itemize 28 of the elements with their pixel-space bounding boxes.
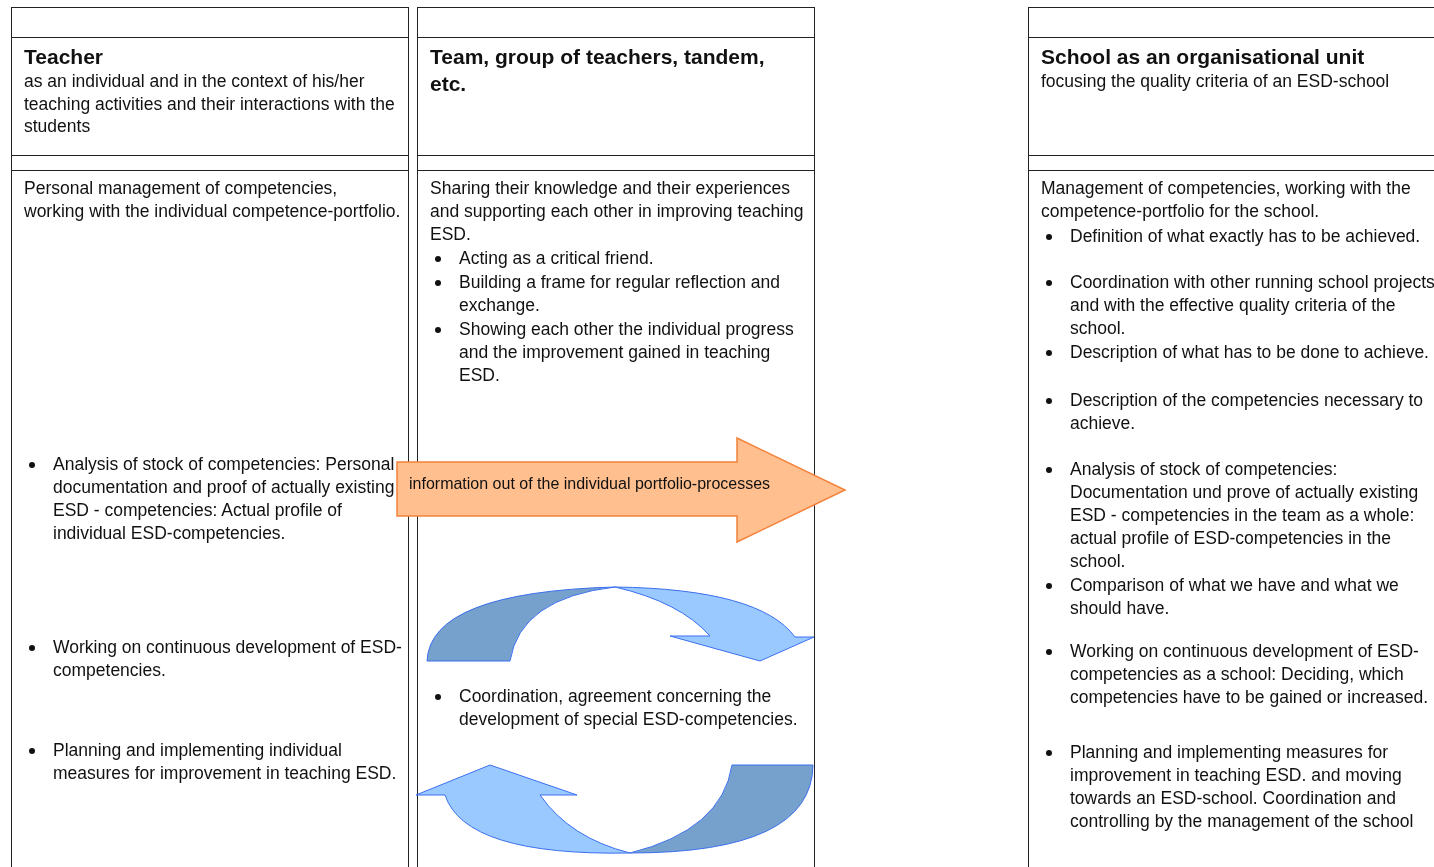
bullet-point: Coordination, agreement concerning the development of special ESD-competencies. xyxy=(430,685,805,731)
bullet-point: Showing each other the individual progress and the improvement gained in teaching ESD. xyxy=(430,318,805,387)
bullet-point: Analysis of stock of competencies: Documentation und prove of actually existing ESD - competencies in the team as a whole: actual profile of ESD-competencies in the school. xyxy=(1041,458,1434,573)
bullet-point: Description of what has to be done to achieve. xyxy=(1041,341,1434,364)
paragraph: Management of competencies, working with the competence-portfolio for the school. xyxy=(1041,177,1412,223)
arrow-label: information out of the individual portfolio-processes xyxy=(409,474,771,494)
bullet-point: Coordination with other running school projects and with the effective quality criteria of the school. xyxy=(1041,271,1434,340)
bullet-point: Building a frame for regular reflection and exchange. xyxy=(430,271,805,317)
bullet-point: Comparison of what we have and what we should have. xyxy=(1041,574,1434,620)
bullet-point: Planning and implementing individual measures for improvement in teaching ESD. xyxy=(24,739,402,785)
block-arrow xyxy=(397,437,847,544)
column-title: Team, group of teachers, tandem, etc. xyxy=(430,44,766,97)
bullet-point: Definition of what exactly has to be achieved. xyxy=(1041,225,1434,248)
bullet-point: Description of the competencies necessary to achieve. xyxy=(1041,389,1434,435)
bullet-point: Working on continuous development of ESD- competencies as a school: Deciding, which competencies have to be gained or increased. xyxy=(1041,640,1434,709)
column-body-cell xyxy=(1028,170,1434,867)
paragraph: Personal management of competencies, working with the individual competence-portfolio. xyxy=(24,177,402,223)
column-description: as an individual and in the context of his/her teaching activities and their interactions with the students xyxy=(24,70,396,138)
column-header-cell xyxy=(11,37,409,156)
column-title: Teacher xyxy=(24,44,104,70)
paragraph: Sharing their knowledge and their experiences and supporting each other in improving teaching ESD. xyxy=(430,177,805,246)
bullet-point: Planning and implementing measures for improvement in teaching ESD. and moving towards an ESD-school. Coordination and controlling by the management of the school xyxy=(1041,741,1434,833)
bullet-point: Acting as a critical friend. xyxy=(430,247,805,270)
bullet-point: Working on continuous development of ESD- competencies. xyxy=(24,636,402,682)
column-body-cell xyxy=(11,170,409,867)
column-description: focusing the quality criteria of an ESD-school xyxy=(1041,70,1391,93)
column-header-cell xyxy=(417,37,815,156)
column-title: School as an organisational unit xyxy=(1041,44,1366,70)
